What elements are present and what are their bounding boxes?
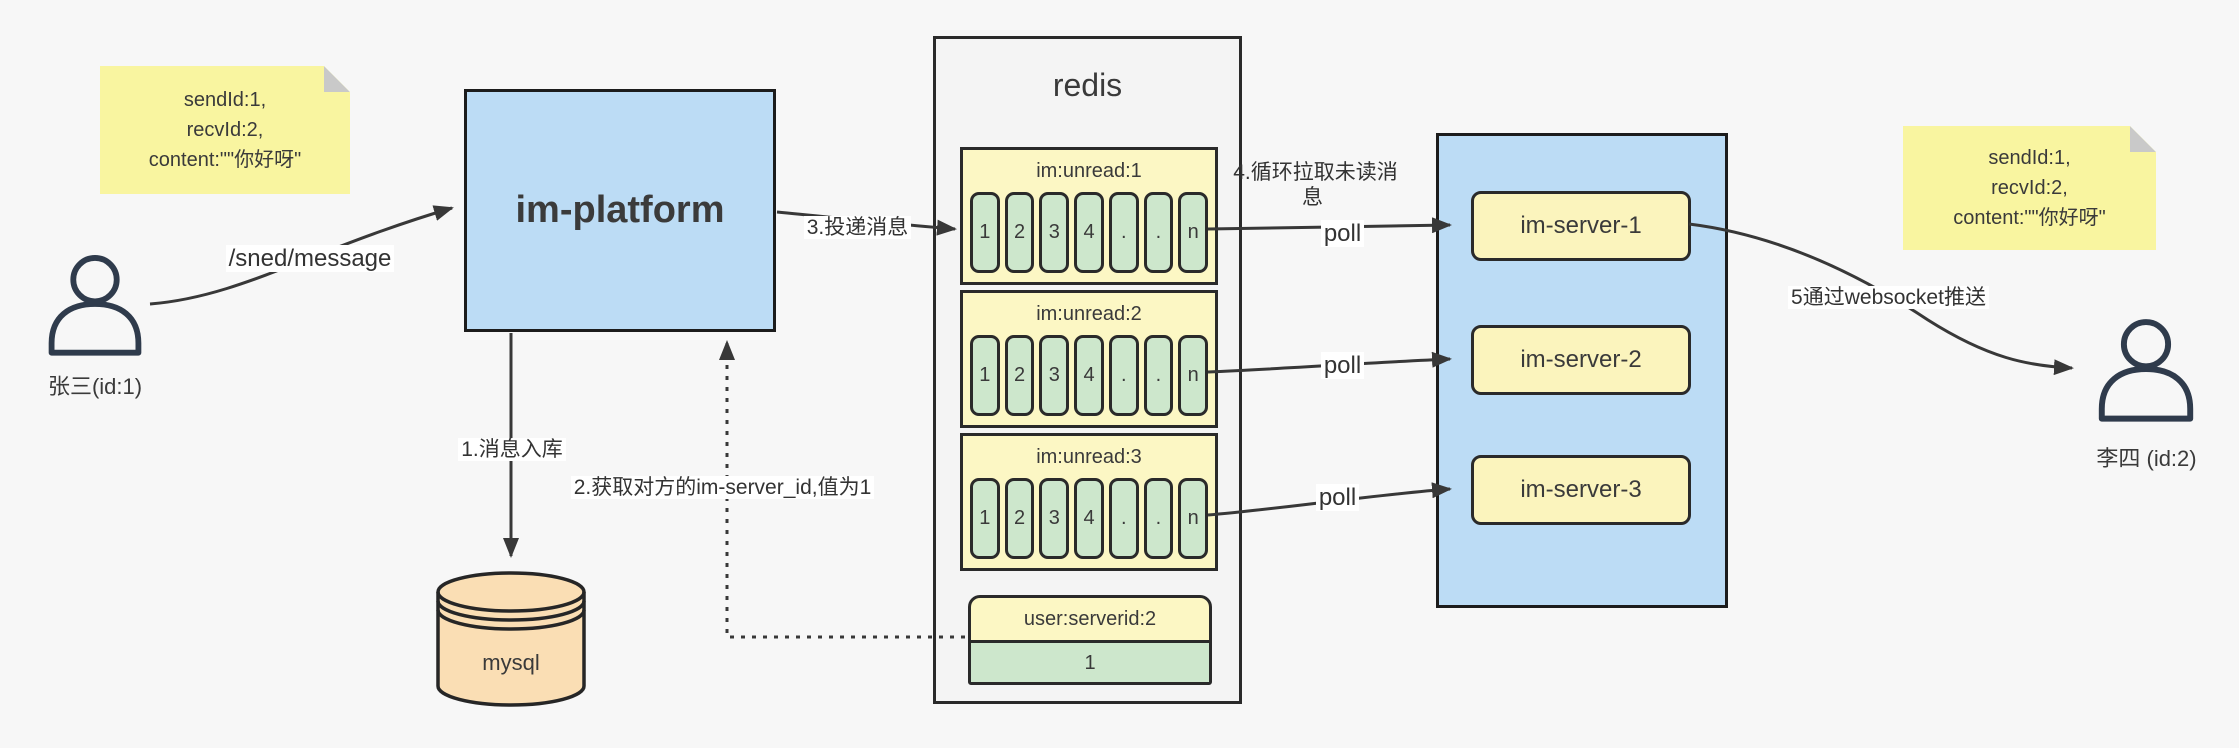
edge-label-poll-3: poll — [1300, 484, 1375, 513]
note-fold-icon — [2130, 126, 2156, 152]
queue-cell: . — [1143, 335, 1174, 416]
queue-key-label: im:unread:3 — [1036, 446, 1142, 468]
redis-queue-unread-2: im:unread:2 1 2 3 4 . . n — [960, 290, 1218, 428]
user-icon — [2098, 319, 2194, 422]
im-server-1-label: im-server-1 — [1520, 212, 1642, 239]
queue-cell: 1 — [970, 478, 1000, 559]
queue-cell: n — [1178, 335, 1209, 416]
queue-cell: n — [1178, 478, 1209, 559]
sticky-note-left: sendId:1, recvId:2, content:""你好呀" — [100, 66, 350, 194]
queue-cell: . — [1143, 478, 1174, 559]
edge-label-poll-2: poll — [1305, 352, 1380, 381]
im-server-1-box: im-server-1 — [1471, 191, 1691, 261]
queue-cells: 1 2 3 4 . . n — [963, 478, 1215, 559]
edge-label-store: 1.消息入库 — [448, 437, 576, 462]
sticky-note-right: sendId:1, recvId:2, content:""你好呀" — [1903, 126, 2156, 250]
queue-cells: 1 2 3 4 . . n — [963, 335, 1215, 416]
queue-cell: 4 — [1074, 478, 1104, 559]
queue-cell: 3 — [1039, 192, 1070, 273]
queue-cell: . — [1108, 335, 1139, 416]
redis-queue-unread-3: im:unread:3 1 2 3 4 . . n — [960, 433, 1218, 571]
queue-cells: 1 2 3 4 . . n — [963, 192, 1215, 273]
note-fold-icon — [324, 66, 350, 92]
queue-cell: . — [1108, 192, 1139, 273]
queue-cell: . — [1108, 478, 1139, 559]
redis-container: redis im:unread:1 1 2 3 4 . . n im:unrea… — [933, 36, 1242, 704]
edge-label-deliver: 3.投递消息 — [795, 215, 920, 240]
im-server-cluster: im-server-1 im-server-2 im-server-3 — [1436, 133, 1728, 608]
edge-label-websocket-push: 5通过websocket推送 — [1786, 285, 1991, 310]
queue-key-label: im:unread:1 — [1036, 160, 1142, 182]
im-server-3-box: im-server-3 — [1471, 455, 1691, 525]
queue-cell: . — [1143, 192, 1174, 273]
edge-label-poll-1: poll — [1305, 220, 1380, 249]
im-server-2-box: im-server-2 — [1471, 325, 1691, 395]
queue-cell: 4 — [1074, 192, 1104, 273]
database-cylinder-icon — [436, 571, 586, 707]
redis-title: redis — [1052, 67, 1123, 103]
kv-key-label: user:serverid:2 — [1023, 608, 1157, 630]
queue-cell: n — [1178, 192, 1209, 273]
queue-cell: 2 — [1004, 335, 1035, 416]
edge-label-pull-loop: 4.循环拉取未读消息 — [1233, 161, 1398, 210]
note-text: sendId:1, recvId:2, content:""你好呀" — [148, 89, 302, 171]
queue-cell: 1 — [970, 192, 1000, 273]
queue-cell: 4 — [1074, 335, 1104, 416]
im-platform-box: im-platform — [464, 89, 776, 332]
queue-cell: 3 — [1039, 335, 1070, 416]
sender-label: 张三(id:1) — [47, 374, 143, 399]
im-server-3-label: im-server-3 — [1520, 476, 1642, 503]
redis-queue-unread-1: im:unread:1 1 2 3 4 . . n — [960, 147, 1218, 285]
queue-cell: 2 — [1004, 478, 1035, 559]
mysql-label: mysql — [482, 650, 540, 675]
queue-key-label: im:unread:2 — [1036, 303, 1142, 325]
note-text: sendId:1, recvId:2, content:""你好呀" — [1953, 147, 2106, 229]
queue-cell: 3 — [1039, 478, 1070, 559]
kv-value: 1 — [971, 640, 1209, 682]
receiver-label: 李四 (id:2) — [2096, 446, 2197, 471]
im-platform-label: im-platform — [515, 189, 725, 231]
edge-label-send: /sned/message — [225, 245, 395, 274]
user-icon — [48, 255, 142, 356]
im-server-2-label: im-server-2 — [1520, 346, 1642, 373]
queue-cell: 1 — [970, 335, 1000, 416]
queue-cell: 2 — [1004, 192, 1035, 273]
edge-label-get-server-id: 2.获取对方的im-server_id,值为1 — [570, 475, 875, 500]
redis-kv-user-serverid: user:serverid:2 1 — [968, 595, 1212, 685]
